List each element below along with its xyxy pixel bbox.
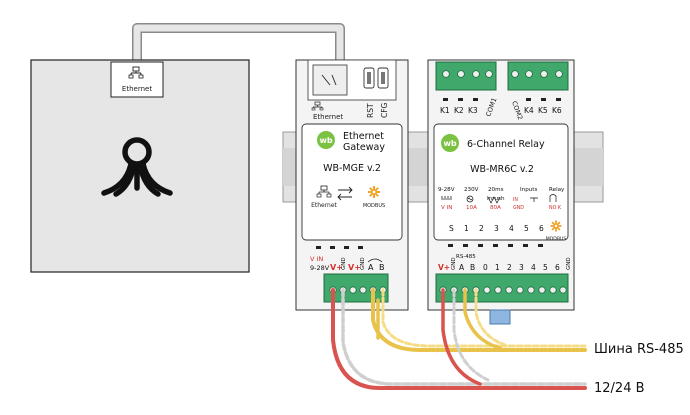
relay-spec-inputs: Inputs — [520, 187, 537, 193]
relay-bt-5: 5 — [543, 263, 548, 272]
relay-k5: K5 — [538, 106, 548, 115]
gateway-term-vin: V IN — [310, 255, 323, 263]
gateway-term-b: B — [379, 263, 385, 272]
gateway-wb-badge — [317, 131, 335, 149]
relay-k2: K2 — [454, 106, 464, 115]
gateway-module: Ethernet RST CFG wb Ethernet Gateway WB-… — [295, 59, 409, 311]
relay-channel-leds — [448, 244, 543, 247]
gateway-ethernet-icon — [316, 185, 332, 198]
relay-wb-badge — [441, 134, 459, 152]
relay-bottom-rs485: RS-485 — [456, 254, 476, 260]
gateway-term-gnd1: GND — [341, 257, 347, 270]
modbus-icon — [368, 186, 380, 198]
relay-top-terminal-right[interactable] — [507, 61, 569, 91]
gateway-top-cfg: CFG — [380, 102, 389, 118]
gateway-ethernet-caption: Ethernet — [311, 202, 337, 209]
relay-k1: K1 — [440, 106, 450, 115]
relay-ch-1: 1 — [464, 224, 469, 233]
relay-spec-in: IN — [513, 197, 518, 203]
relay-modbus-icon — [550, 220, 562, 232]
relay-spec-gnd: GND — [513, 205, 524, 211]
din-latch — [489, 309, 511, 325]
gateway-top-rst: RST — [366, 103, 375, 118]
gateway-ethernet-small-icon — [311, 101, 324, 111]
relay-bt-2: 2 — [507, 263, 512, 272]
relay-bottom-terminal-block[interactable] — [435, 273, 569, 303]
relay-ch-5: 5 — [524, 224, 529, 233]
rs485-bus-label: Шина RS-485 — [594, 342, 684, 357]
controller: Ethernet — [30, 59, 250, 273]
relay-ch-6: 6 — [539, 224, 544, 233]
power-label: 12/24 В — [594, 381, 645, 396]
relay-spec-230: 230V — [464, 187, 479, 193]
controller-port-label: Ethernet — [122, 85, 152, 93]
relay-top-leds — [443, 98, 561, 101]
relay-ch-3: 3 — [494, 224, 499, 233]
relay-title: 6-Channel Relay — [467, 139, 545, 150]
relay-model: WB-MR6C v.2 — [470, 164, 534, 175]
relay-spec-inrush: Inrush — [487, 196, 505, 202]
gateway-model: WB-MGE v.2 — [323, 163, 381, 174]
relay-spec-nok: NO K — [549, 205, 562, 211]
relay-bt-vplus: V+ — [438, 263, 450, 272]
rs485-bus-wires — [371, 288, 587, 352]
relay-ch-2: 2 — [479, 224, 484, 233]
relay-bt-3: 3 — [519, 263, 524, 272]
gateway-badge-text: wb — [319, 136, 332, 145]
relay-bt-6: 6 — [555, 263, 560, 272]
relay-module: K1 K2 K3 COM1 COM2 K4 K5 K6 wb 6-Channel… — [427, 59, 575, 325]
gateway-term-v2: V+ — [348, 263, 361, 272]
relay-spec-80a: 80A — [490, 205, 501, 211]
gateway-term-a: A — [368, 263, 374, 272]
relay-bt-gnd1: GND — [451, 257, 457, 270]
relay-spec-voltage: 9-28V — [438, 187, 455, 193]
relay-k4: K4 — [524, 106, 534, 115]
relay-spec-vin: V IN — [441, 205, 452, 211]
ethernet-cable — [132, 23, 345, 62]
relay-badge-text: wb — [443, 139, 456, 148]
gateway-modbus-caption: MODBUS — [363, 203, 385, 209]
gateway-term-v1: V+ — [330, 263, 343, 272]
relay-ch-s: S — [449, 224, 454, 233]
power-wires — [331, 288, 587, 390]
relay-spec-relay: Relay — [549, 187, 565, 193]
relay-spec-10a: 10A — [466, 205, 477, 211]
relay-bt-4: 4 — [531, 263, 536, 272]
ethernet-jack — [312, 64, 348, 96]
octopus-icon — [101, 137, 173, 197]
gateway-term-voltage: 9-28V — [310, 264, 330, 272]
relay-spec-20ms: 20ms — [488, 187, 504, 193]
relay-bt-a: A — [459, 263, 465, 272]
gateway-leds — [316, 246, 363, 249]
relay-bt-gnd2: GND — [566, 257, 572, 270]
gateway-title-2: Gateway — [343, 142, 385, 153]
relay-k3: K3 — [468, 106, 478, 115]
relay-k6: K6 — [552, 106, 562, 115]
relay-channel-labels: S 1 2 3 4 5 6 — [449, 224, 544, 233]
relay-bt-0: 0 — [483, 263, 488, 272]
gateway-title-1: Ethernet — [343, 131, 384, 142]
gateway-term-gnd2: GND — [360, 257, 366, 270]
exchange-arrows-icon — [337, 186, 353, 201]
relay-modbus-caption: MODBUS — [546, 236, 567, 242]
ethernet-port-icon — [128, 66, 144, 79]
relay-ch-4: 4 — [509, 224, 514, 233]
relay-bt-b: B — [470, 263, 475, 272]
gateway-top-ethernet: Ethernet — [313, 113, 343, 121]
relay-bt-1: 1 — [495, 263, 500, 272]
